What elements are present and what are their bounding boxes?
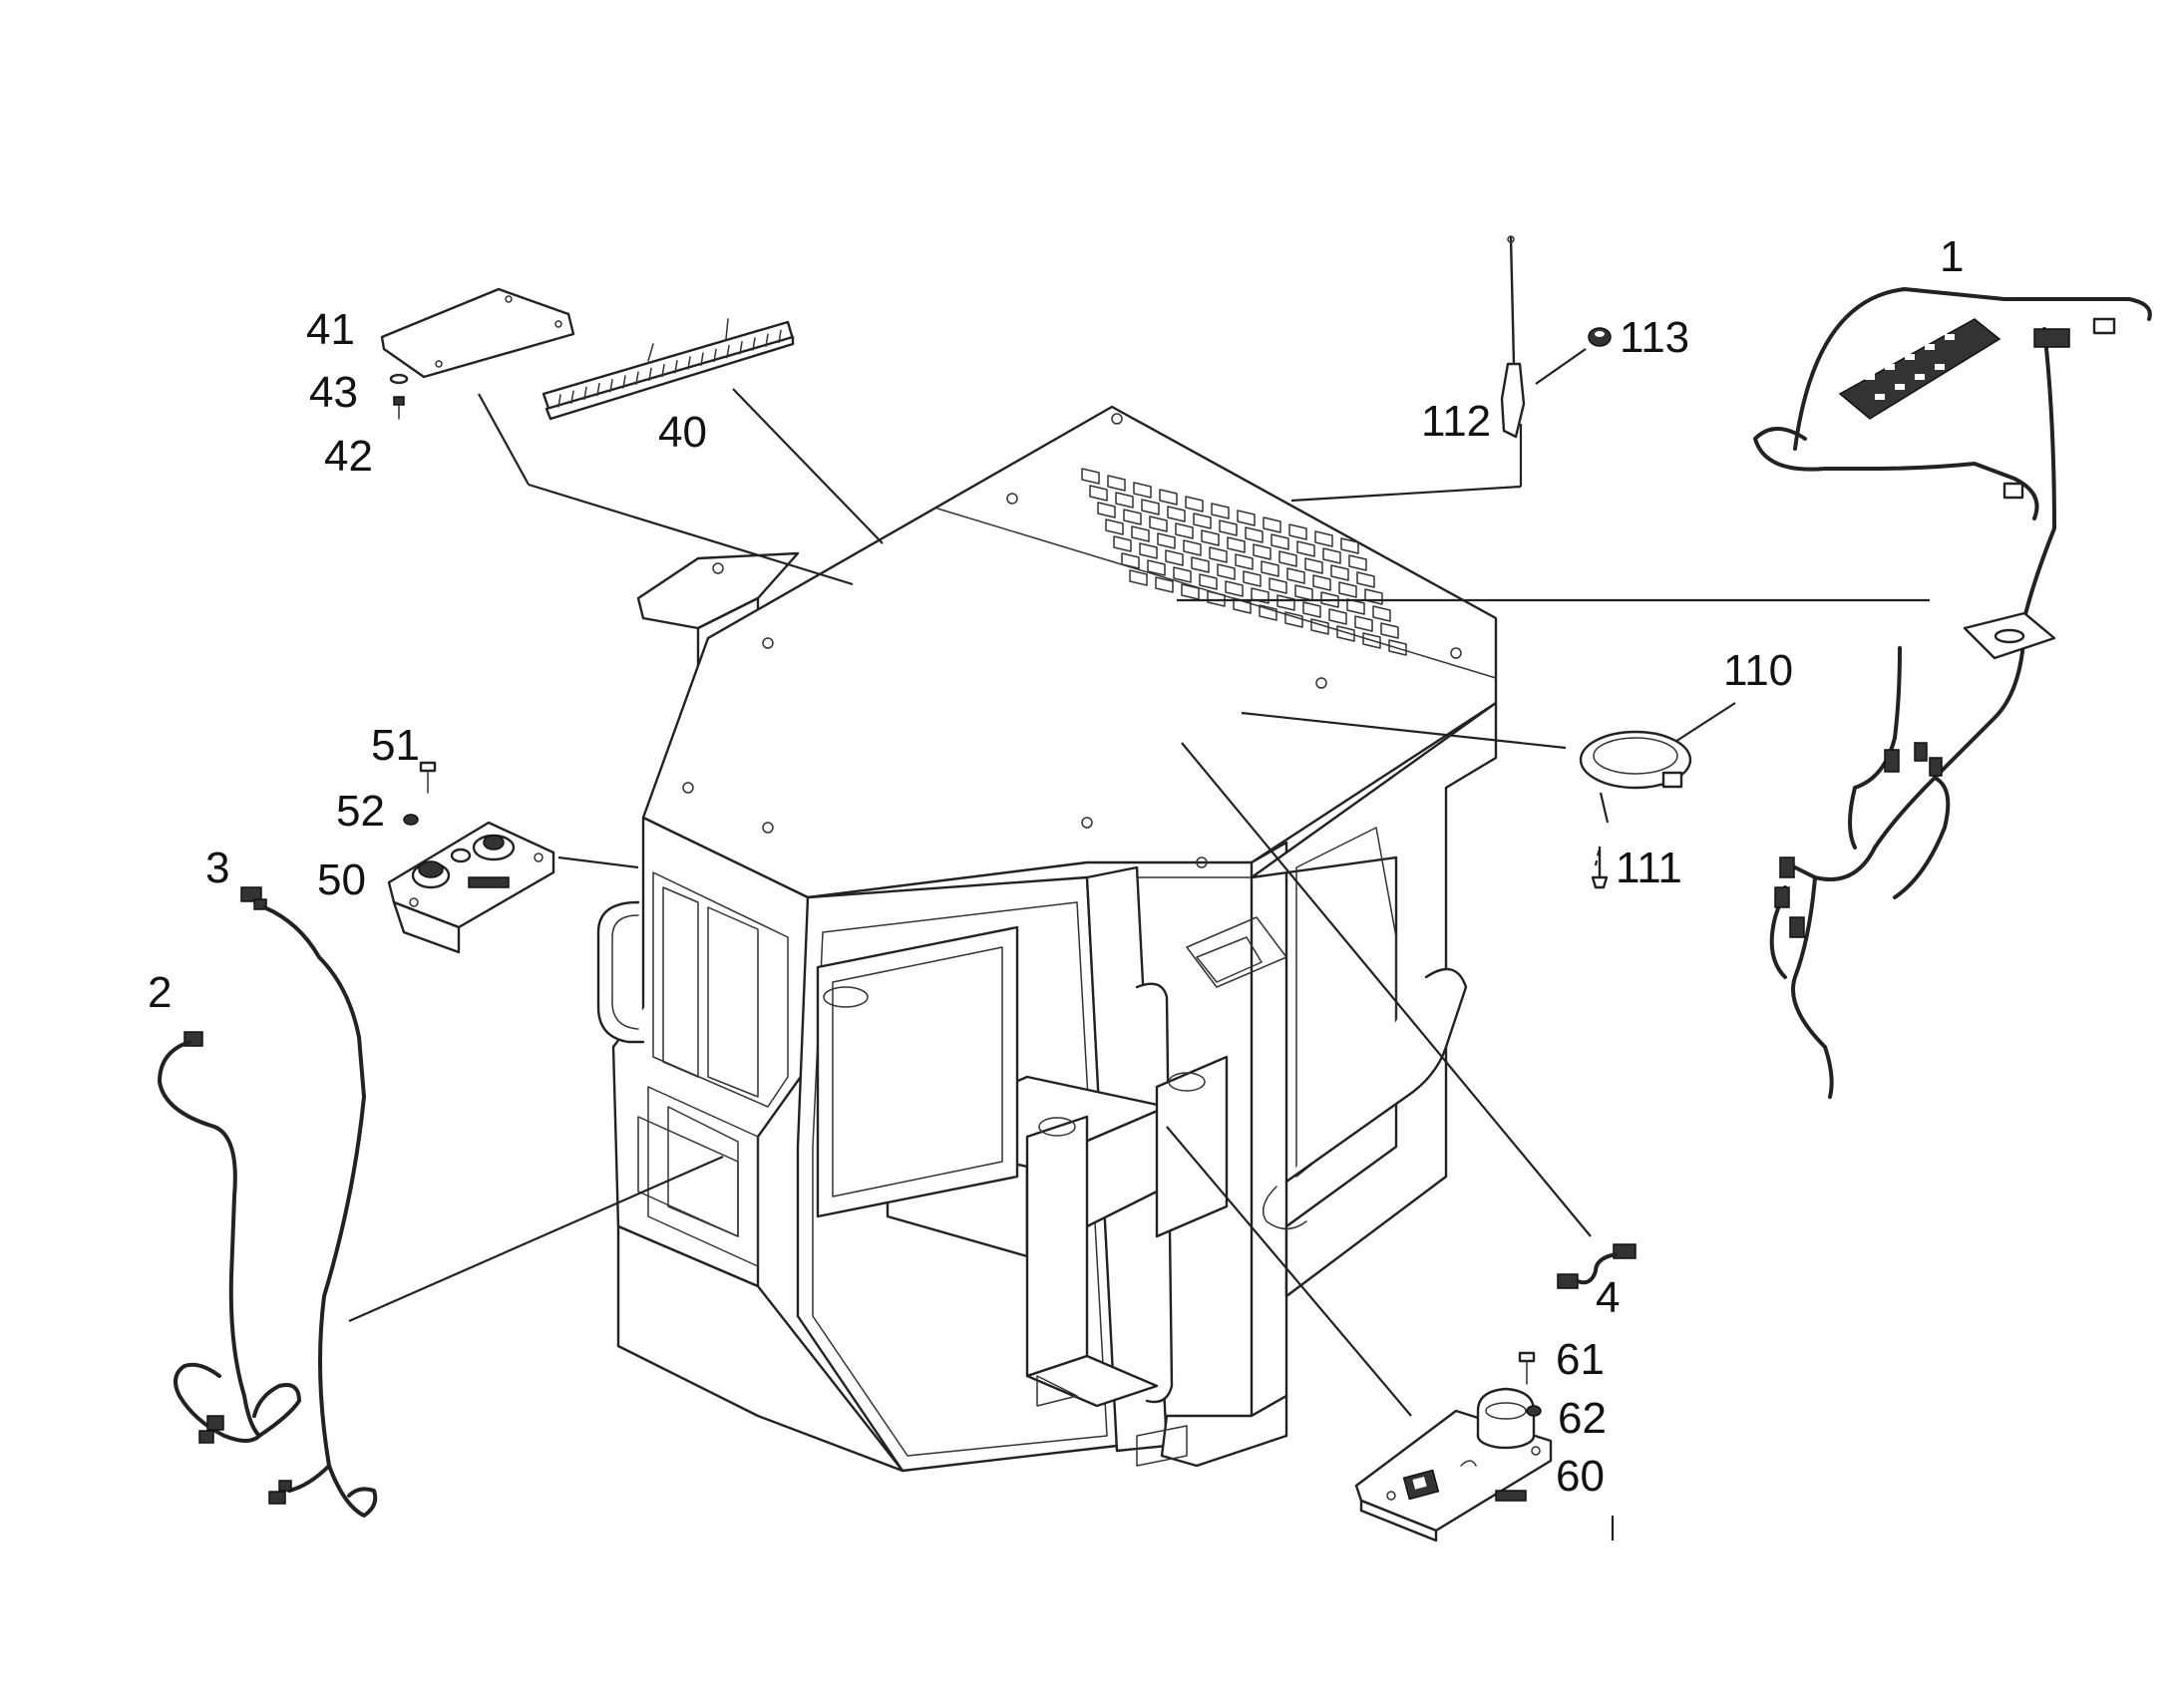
callout-112: 112 — [1421, 397, 1491, 446]
callout-110: 110 — [1723, 646, 1793, 695]
part-40-grille — [542, 318, 795, 421]
part-112-antenna — [1500, 235, 1526, 439]
callout-2: 2 — [148, 968, 172, 1017]
callout-60: 60 — [1556, 1452, 1605, 1501]
callout-3: 3 — [205, 844, 229, 892]
cab-frame — [596, 405, 1498, 1473]
callout-41: 41 — [306, 305, 355, 354]
callout-50: 50 — [317, 855, 366, 904]
part-61-screw — [1518, 1351, 1536, 1385]
part-4-jumper-cable — [1557, 1243, 1636, 1289]
callout-113: 113 — [1620, 313, 1689, 362]
part-43-washer — [389, 373, 409, 385]
part-2-cable — [158, 1031, 301, 1444]
callout-61: 61 — [1556, 1335, 1605, 1384]
callout-51: 51 — [371, 721, 420, 770]
callout-1: 1 — [1940, 232, 1964, 281]
part-41-plate — [380, 287, 575, 379]
part-62-washer — [1526, 1405, 1542, 1417]
callout-52: 52 — [336, 787, 385, 836]
part-50-switch-panel — [387, 821, 555, 954]
leader-lines — [348, 348, 1930, 1540]
part-110-clamp — [1579, 730, 1692, 790]
callout-labels: 1 2 3 4 40 41 42 43 50 51 52 60 61 62 11… — [148, 232, 1964, 1501]
part-52-washer — [403, 814, 419, 826]
callout-43: 43 — [309, 368, 358, 417]
part-3-cable — [240, 886, 378, 1518]
part-113-nut — [1588, 327, 1612, 347]
part-42-screw — [393, 396, 405, 420]
callout-62: 62 — [1558, 1394, 1607, 1443]
part-60-switch-plate — [1354, 1387, 1553, 1542]
part-51-screw — [419, 761, 437, 794]
roof-vent-grid — [1081, 468, 1407, 656]
part-111-screw — [1591, 846, 1609, 889]
callout-111: 111 — [1616, 844, 1682, 892]
callout-4: 4 — [1596, 1273, 1620, 1322]
callout-40: 40 — [658, 408, 707, 457]
callout-42: 42 — [324, 432, 373, 481]
part-1-main-harness — [1753, 287, 2152, 1099]
